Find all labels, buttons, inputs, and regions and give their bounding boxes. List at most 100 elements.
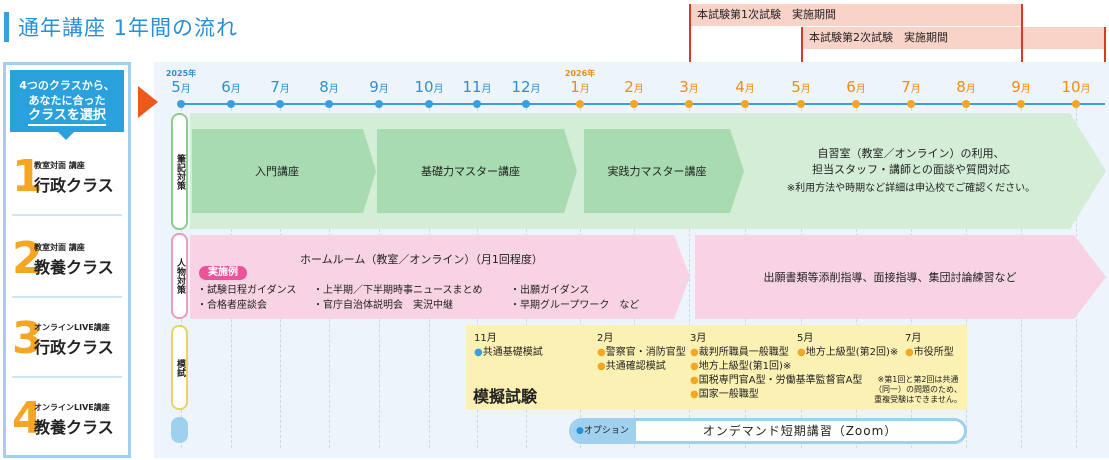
month-label: 5月	[171, 78, 191, 96]
mock-item: 共通確認模試	[605, 361, 666, 372]
person-item: ・上半期／下半期時事ニュースまとめ	[313, 285, 483, 296]
mock-feb: 2月 ●警察官・消防官型 ●共通確認模試	[597, 332, 686, 374]
row-label-option	[171, 417, 188, 443]
month-dot	[797, 100, 805, 108]
mock-item: 市役所型	[913, 347, 954, 358]
mock-nov: 11月 ●共通基礎模試	[474, 332, 543, 360]
month-label: 10月	[1061, 78, 1091, 96]
bullet-icon: ●	[690, 375, 699, 386]
option-label-text: オプション	[583, 426, 629, 436]
person-item: ・出願ガイダンス	[510, 285, 590, 296]
month-label: 11月	[462, 78, 492, 96]
month-label: 2月	[624, 78, 644, 96]
month-dot	[1072, 100, 1080, 108]
example-badge: 実施例	[199, 266, 247, 280]
self-study-note: ※利用方法や時期など詳細は申込校でご確認ください。	[786, 183, 1036, 194]
basic-course-label: 基礎力マスター講座	[421, 165, 520, 178]
exam-first-end-line	[1021, 4, 1023, 74]
self-study-info: 自習室（教室／オンライン）の利用、 担当スタッフ・講師との面談や質問対応 ※利用…	[756, 146, 1066, 197]
month-label: 12月	[511, 78, 541, 96]
mock-month: 5月	[797, 333, 814, 344]
page-title: 通年講座 1年間の流れ	[18, 16, 239, 40]
course-name: 行政クラス	[34, 176, 114, 195]
person-left-arrow	[190, 235, 690, 319]
course-name: 教養クラス	[34, 418, 114, 437]
basic-master-course[interactable]: 基礎力マスター講座	[377, 129, 564, 213]
intro-course[interactable]: 入門講座	[192, 129, 362, 213]
course-3[interactable]: 3 オンラインLIVE講座 行政クラス	[12, 312, 124, 372]
month-label: 9月	[369, 78, 389, 96]
mock-note-line: （同一）の問題のため、	[874, 385, 962, 394]
month-dot	[473, 100, 481, 108]
bullet-icon: ●	[597, 361, 606, 372]
exam-second-period: 本試験第2次試験 実施期間	[801, 27, 1106, 49]
month-label: 8月	[319, 78, 339, 96]
mock-note-line: ※第1回と第2回は共通	[877, 375, 959, 384]
mock-mar: 3月 ●裁判所職員一般職型 ●地方上級型(第1回)※ ●国税専門官A型・労働基準…	[690, 332, 862, 402]
arrow-intro	[192, 129, 376, 213]
month-label: 7月	[901, 78, 921, 96]
course-sub: 教室対面 講座	[34, 243, 85, 252]
select-line2: あなたに合った	[28, 94, 106, 107]
interview-guidance: 出願書類等添削指導、面接指導、集団討論練習など	[700, 235, 1080, 319]
mock-item: 警察官・消防官型	[605, 347, 686, 358]
month-dot	[576, 100, 584, 108]
person-col3: ・出願ガイダンス ・早期グループワーク など	[510, 283, 639, 313]
month-label: 7月	[270, 78, 290, 96]
practical-master-course[interactable]: 実践力マスター講座	[584, 129, 730, 213]
bullet-icon: ●	[597, 347, 606, 358]
title-accent-bar	[4, 12, 9, 42]
option-course-text: オンデマンド短期講習（Zoom）	[702, 424, 898, 438]
course-4[interactable]: 4 オンラインLIVE講座 教養クラス	[12, 392, 124, 452]
bullet-icon: ●	[576, 426, 584, 436]
month-dot	[425, 100, 433, 108]
row-label-written: 筆記対策	[171, 113, 188, 230]
course-2[interactable]: 2 教室対面 講座 教養クラス	[12, 232, 124, 292]
person-item: ・官庁自治体説明会 実況中継	[313, 300, 453, 311]
month-dot	[907, 100, 915, 108]
month-dot	[227, 100, 235, 108]
month-label: 1月	[570, 78, 590, 96]
practical-course-label: 実践力マスター講座	[607, 165, 707, 178]
month-label: 8月	[956, 78, 976, 96]
interview-guidance-label: 出願書類等添削指導、面接指導、集団討論練習など	[763, 271, 1017, 284]
mock-month: 7月	[905, 333, 922, 344]
select-line3: クラスを選択	[28, 108, 106, 126]
option-label: ●オプション	[572, 421, 636, 441]
course-number: 1	[12, 151, 43, 202]
bullet-icon: ●	[474, 347, 483, 358]
course-number: 3	[12, 313, 43, 364]
month-dot	[852, 100, 860, 108]
self-study-line1: 自習室（教室／オンライン）の利用、	[817, 147, 1005, 160]
mock-month: 2月	[597, 333, 614, 344]
mock-exam-box	[466, 325, 967, 410]
exam-second-start-line	[801, 27, 803, 74]
course-sub: オンラインLIVE講座	[34, 323, 110, 332]
class-select-header: 4つのクラスから、 あなたに合った クラスを選択	[10, 70, 124, 132]
bullet-icon: ●	[690, 347, 699, 358]
month-dot	[522, 100, 530, 108]
select-pointer-icon	[58, 132, 74, 140]
arrow-basic	[377, 129, 577, 213]
exam-first-label: 本試験第1次試験 実施期間	[697, 8, 836, 21]
person-item: ・早期グループワーク など	[510, 300, 640, 311]
month-dot	[375, 100, 383, 108]
month-label: 4月	[735, 78, 755, 96]
course-sub: オンラインLIVE講座	[34, 403, 110, 412]
year-label-2026: 2026年	[564, 69, 596, 78]
month-dot	[962, 100, 970, 108]
month-dot	[276, 100, 284, 108]
bullet-icon: ●	[690, 361, 699, 372]
course-name: 教養クラス	[34, 258, 114, 277]
month-dot	[177, 100, 185, 108]
intro-course-label: 入門講座	[255, 165, 299, 178]
person-right-arrow	[695, 235, 1106, 319]
mock-item: 国税専門官A型・労働基準監督官A型	[698, 375, 863, 386]
mock-month: 11月	[474, 333, 497, 344]
course-1[interactable]: 1 教室対面 講座 行政クラス	[12, 150, 124, 210]
homeroom-text: ホームルーム（教室／オンライン）（月1回程度）	[300, 253, 543, 266]
row-label-text: 模試	[175, 358, 185, 377]
month-label: 10月	[414, 78, 444, 96]
mock-item: 共通基礎模試	[482, 347, 543, 358]
self-study-line2: 担当スタッフ・講師との面談や質問対応	[812, 163, 1010, 176]
